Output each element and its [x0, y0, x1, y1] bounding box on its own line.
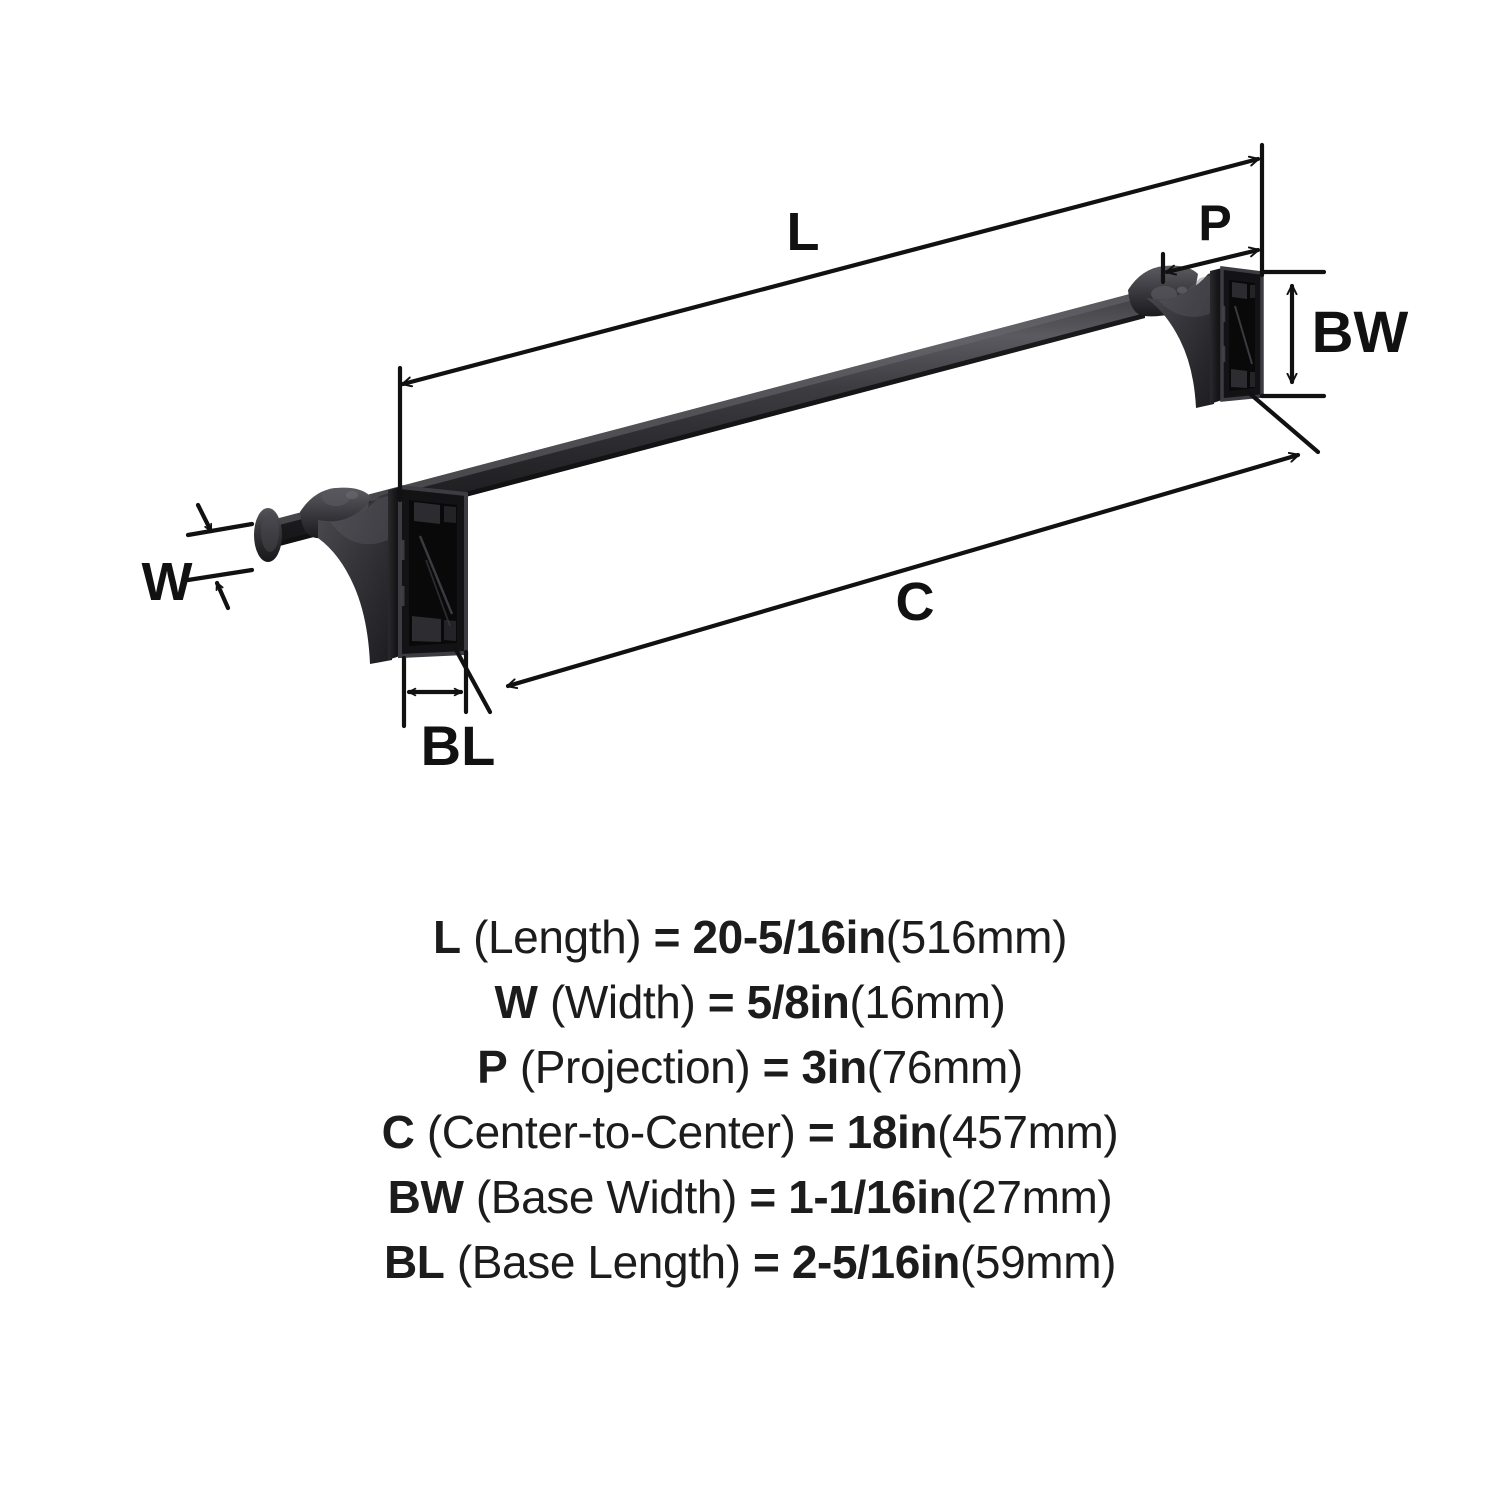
w-arrow-top [195, 502, 214, 534]
legend-equals-P: = [762, 1041, 790, 1093]
left-mount-bracket [300, 484, 468, 664]
l-dimension-line [400, 159, 1261, 384]
legend-value-BW: 1-1/16in [788, 1171, 957, 1223]
legend-value-L: 20-5/16in [692, 911, 886, 963]
legend-value-C: 18in [846, 1106, 938, 1158]
dimension-annotations [185, 142, 1327, 729]
tube-end-cap-left [254, 508, 282, 562]
c-extension-right [1245, 389, 1321, 455]
label-W: W [142, 552, 193, 612]
p-dimension-line [1164, 250, 1261, 272]
dimension-legend: L (Length) = 20-5/16in(516mm) W (Width) … [0, 905, 1500, 1295]
legend-name-P: (Projection) [519, 1041, 751, 1093]
legend-name-BL: (Base Length) [456, 1236, 741, 1288]
w-arrow-bottom [214, 580, 231, 611]
legend-value-BL: 2-5/16in [791, 1236, 961, 1288]
label-BL: BL [421, 714, 496, 777]
legend-value-W: 5/8in [746, 976, 850, 1028]
w-extension-top [185, 521, 255, 538]
product-dimension-drawing: L P BW C W BL [142, 142, 1409, 777]
label-L: L [787, 202, 820, 262]
dimension-letter-labels: L P BW C W BL [142, 195, 1409, 777]
legend-symbol-P: P [477, 1041, 508, 1093]
legend-equals-BL: = [753, 1236, 780, 1288]
legend-name-L: (Length) [473, 911, 642, 963]
legend-value-P: 3in [801, 1041, 868, 1093]
legend-metric-BW: (27mm) [956, 1171, 1113, 1223]
legend-symbol-BW: BW [387, 1171, 464, 1223]
c-dimension-line [505, 455, 1301, 686]
legend-row-center-to-center: C (Center-to-Center) = 18in(457mm) [0, 1100, 1500, 1165]
right-mount-bracket [1128, 265, 1264, 408]
legend-metric-BL: (59mm) [960, 1236, 1117, 1288]
legend-equals-BW: = [749, 1171, 776, 1223]
label-BW: BW [1312, 300, 1409, 365]
legend-symbol-W: W [494, 976, 538, 1028]
towel-bar-product [254, 265, 1264, 664]
legend-metric-W: (16mm) [849, 976, 1006, 1028]
c-extension-left [452, 645, 493, 715]
legend-symbol-L: L [432, 911, 461, 963]
legend-metric-P: (76mm) [866, 1041, 1023, 1093]
legend-metric-C: (457mm) [937, 1106, 1119, 1158]
label-C: C [896, 572, 935, 632]
label-P: P [1198, 195, 1231, 251]
legend-metric-L: (516mm) [885, 911, 1068, 963]
legend-row-width: W (Width) = 5/8in(16mm) [0, 970, 1500, 1035]
legend-name-BW: (Base Width) [475, 1171, 737, 1223]
legend-row-base-length: BL (Base Length) = 2-5/16in(59mm) [0, 1230, 1500, 1295]
legend-equals-L: = [653, 911, 681, 963]
legend-row-length: L (Length) = 20-5/16in(516mm) [0, 905, 1500, 970]
legend-name-W: (Width) [549, 976, 696, 1028]
legend-row-base-width: BW (Base Width) = 1-1/16in(27mm) [0, 1165, 1500, 1230]
legend-equals-W: = [707, 976, 735, 1028]
legend-row-projection: P (Projection) = 3in(76mm) [0, 1035, 1500, 1100]
legend-equals-C: = [807, 1106, 835, 1158]
legend-name-C: (Center-to-Center) [426, 1106, 796, 1158]
legend-symbol-BL: BL [383, 1236, 445, 1288]
legend-symbol-C: C [381, 1106, 415, 1158]
w-extension-bottom [185, 567, 255, 583]
